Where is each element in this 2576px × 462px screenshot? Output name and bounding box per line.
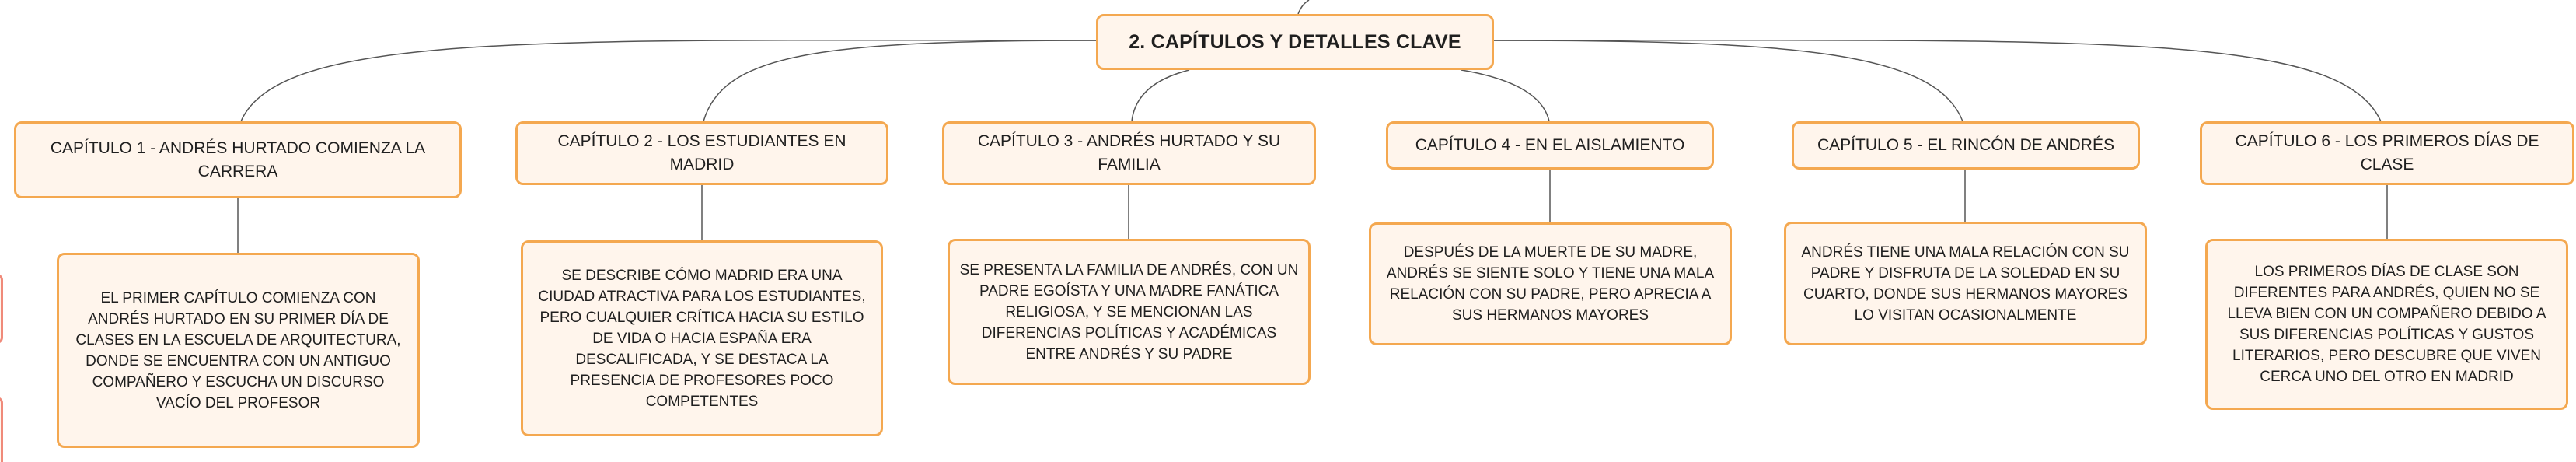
chapter-3-title: CAPÍTULO 3 - ANDRÉS HURTADO Y SU FAMILIA: [977, 132, 1281, 173]
chapter-3-detail-text: SE PRESENTA LA FAMILIA DE ANDRÉS, CON UN…: [959, 261, 1299, 362]
chapter-3-node[interactable]: CAPÍTULO 3 - ANDRÉS HURTADO Y SU FAMILIA: [942, 121, 1316, 185]
chapter-5-node[interactable]: CAPÍTULO 5 - EL RINCÓN DE ANDRÉS: [1792, 121, 2140, 170]
link-root-chapter-5: [1492, 40, 1963, 122]
root-node[interactable]: 2. CAPÍTULOS Y DETALLES CLAVE: [1096, 14, 1494, 70]
chapter-1-detail-text: EL PRIMER CAPÍTULO COMIENZA CON ANDRÉS H…: [75, 289, 401, 411]
chapter-5-detail-text: ANDRÉS TIENE UNA MALA RELACIÓN CON SU PA…: [1801, 243, 2130, 324]
chapter-6-node[interactable]: CAPÍTULO 6 - LOS PRIMEROS DÍAS DE CLASE: [2200, 121, 2574, 185]
link-root-chapter-6: [1492, 39, 2382, 122]
link-root-chapter-3: [1131, 69, 1190, 122]
chapter-5-title: CAPÍTULO 5 - EL RINCÓN DE ANDRÉS: [1817, 136, 2114, 154]
link-root-chapter-4: [1461, 69, 1550, 122]
offscreen-node-lower: [0, 397, 3, 462]
chapter-6-detail-node[interactable]: LOS PRIMEROS DÍAS DE CLASE SON DIFERENTE…: [2205, 239, 2568, 410]
link-root-chapter-1: [240, 39, 1097, 122]
chapter-2-node[interactable]: CAPÍTULO 2 - LOS ESTUDIANTES EN MADRID: [515, 121, 888, 185]
chapter-1-detail-node[interactable]: EL PRIMER CAPÍTULO COMIENZA CON ANDRÉS H…: [57, 253, 420, 448]
chapter-1-title: CAPÍTULO 1 - ANDRÉS HURTADO COMIENZA LA …: [50, 138, 426, 180]
root-label: 2. CAPÍTULOS Y DETALLES CLAVE: [1129, 30, 1461, 53]
offscreen-node-upper: [0, 274, 3, 344]
chapter-2-detail-node[interactable]: SE DESCRIBE CÓMO MADRID ERA UNA CIUDAD A…: [521, 240, 883, 436]
chapter-4-title: CAPÍTULO 4 - EN EL AISLAMIENTO: [1415, 136, 1685, 154]
parent-link: [1297, 0, 1310, 15]
link-root-chapter-2: [703, 40, 1097, 122]
chapter-5-detail-node[interactable]: ANDRÉS TIENE UNA MALA RELACIÓN CON SU PA…: [1784, 222, 2147, 345]
chapter-4-detail-node[interactable]: DESPUÉS DE LA MUERTE DE SU MADRE, ANDRÉS…: [1369, 222, 1732, 345]
chapter-6-title: CAPÍTULO 6 - LOS PRIMEROS DÍAS DE CLASE: [2235, 132, 2539, 173]
chapter-4-node[interactable]: CAPÍTULO 4 - EN EL AISLAMIENTO: [1386, 121, 1714, 170]
chapter-2-title: CAPÍTULO 2 - LOS ESTUDIANTES EN MADRID: [557, 132, 846, 173]
chapter-2-detail-text: SE DESCRIBE CÓMO MADRID ERA UNA CIUDAD A…: [538, 267, 866, 410]
chapter-4-detail-text: DESPUÉS DE LA MUERTE DE SU MADRE, ANDRÉS…: [1386, 244, 1715, 324]
chapter-1-node[interactable]: CAPÍTULO 1 - ANDRÉS HURTADO COMIENZA LA …: [14, 121, 462, 198]
chapter-6-detail-text: LOS PRIMEROS DÍAS DE CLASE SON DIFERENTE…: [2227, 264, 2546, 385]
chapter-3-detail-node[interactable]: SE PRESENTA LA FAMILIA DE ANDRÉS, CON UN…: [948, 239, 1311, 385]
